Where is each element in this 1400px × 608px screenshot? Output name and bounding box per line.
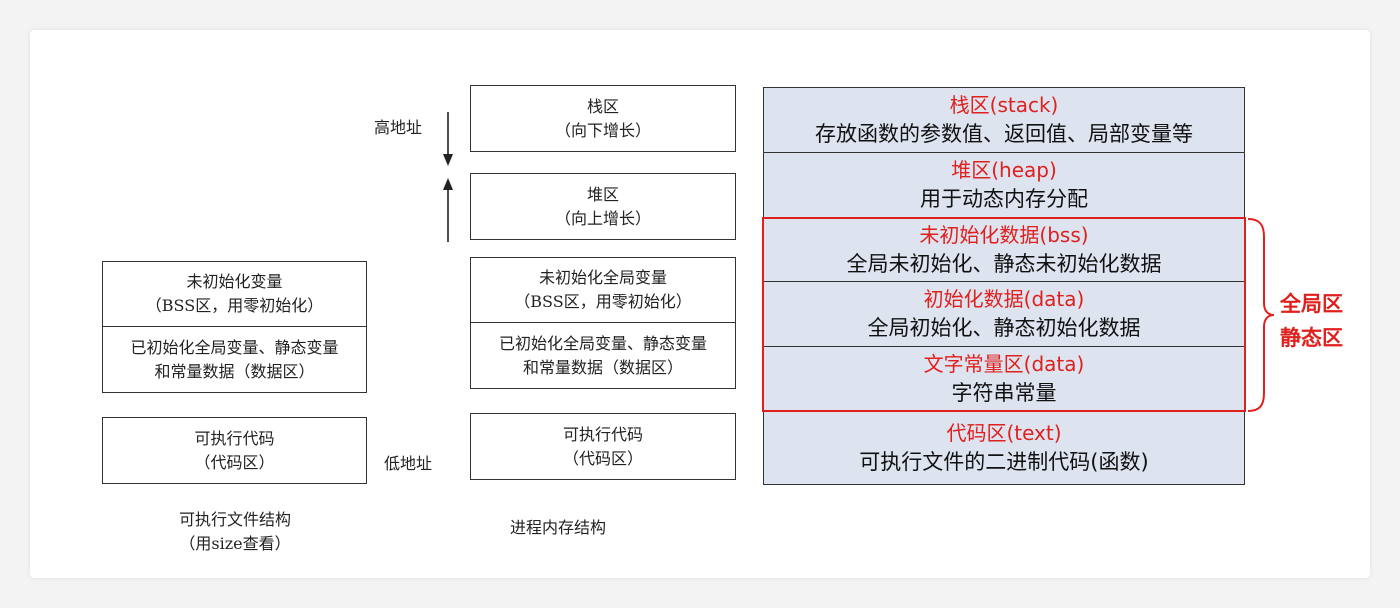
proc-init-box: 已初始化全局变量、静态变量 和常量数据（数据区） — [470, 322, 736, 389]
proc-stack-box: 栈区 （向下增长） — [470, 85, 736, 152]
proc-stack-line1: 栈区 — [586, 96, 619, 116]
segment-bss-title: 未初始化数据(bss) — [919, 222, 1089, 247]
brace-label-static: 静态区 — [1280, 326, 1343, 350]
segment-bss-desc: 全局未初始化、静态未初始化数据 — [846, 251, 1162, 276]
exe-caption: 可执行文件结构 （用size查看） — [150, 508, 320, 556]
proc-uninit-line1: 未初始化全局变量 — [538, 268, 667, 287]
exe-init-line1: 已初始化全局变量、静态变量 — [130, 337, 339, 357]
segment-heap-title: 堆区(heap) — [951, 158, 1057, 182]
proc-heap-line1: 堆区 — [586, 184, 619, 204]
down-arrow-icon — [443, 112, 453, 166]
proc-code-box: 可执行代码 （代码区） — [470, 413, 736, 480]
segment-stack-title: 栈区(stack) — [949, 93, 1059, 117]
low-address-label: 低地址 — [384, 454, 433, 473]
proc-heap-line2: （向上增长） — [554, 208, 651, 228]
segment-rodata: 文字常量区(data) 字符串常量 — [763, 347, 1245, 412]
segment-data-desc: 全局初始化、静态初始化数据 — [867, 316, 1141, 340]
exe-uninit-line1: 未初始化变量 — [186, 272, 283, 291]
segment-rodata-title: 文字常量区(data) — [923, 352, 1085, 376]
proc-uninit-line2: （BSS区，用零初始化） — [514, 292, 692, 311]
segment-text-title: 代码区(text) — [946, 421, 1062, 445]
exe-code-line1: 可执行代码 — [194, 428, 275, 448]
exe-init-line2: 和常量数据（数据区） — [154, 361, 315, 381]
segment-heap-desc: 用于动态内存分配 — [920, 187, 1088, 211]
exe-init-box: 已初始化全局变量、静态变量 和常量数据（数据区） — [102, 326, 367, 393]
proc-init-line2: 和常量数据（数据区） — [522, 357, 683, 377]
proc-init-line1: 已初始化全局变量、静态变量 — [498, 333, 707, 353]
brace-label-global: 全局区 — [1280, 292, 1343, 316]
exe-code-box: 可执行代码 （代码区） — [102, 417, 367, 484]
exe-code-line2: （代码区） — [194, 452, 275, 472]
proc-code-line2: （代码区） — [562, 448, 643, 468]
proc-heap-box: 堆区 （向上增长） — [470, 173, 736, 240]
proc-stack-line2: （向下增长） — [554, 120, 651, 140]
exe-caption-line2: （用size查看） — [179, 534, 291, 553]
exe-uninit-line2: （BSS区，用零初始化） — [145, 296, 324, 315]
proc-uninit-box: 未初始化全局变量 （BSS区，用零初始化） — [470, 257, 736, 323]
segment-heap: 堆区(heap) 用于动态内存分配 — [763, 153, 1245, 218]
segment-stack-desc: 存放函数的参数值、返回值、局部变量等 — [815, 122, 1193, 146]
exe-caption-line1: 可执行文件结构 — [178, 510, 291, 529]
segment-bss: 未初始化数据(bss) 全局未初始化、静态未初始化数据 — [763, 218, 1245, 282]
up-arrow-icon — [443, 178, 453, 242]
segment-data-title: 初始化数据(data) — [923, 287, 1085, 311]
proc-code-line1: 可执行代码 — [562, 424, 643, 444]
segment-data: 初始化数据(data) 全局初始化、静态初始化数据 — [763, 282, 1245, 347]
exe-uninit-box: 未初始化变量 （BSS区，用零初始化） — [102, 261, 367, 327]
segment-text-desc: 可执行文件的二进制代码(函数) — [859, 450, 1149, 474]
segment-text: 代码区(text) 可执行文件的二进制代码(函数) — [763, 412, 1245, 485]
segment-rodata-desc: 字符串常量 — [951, 381, 1057, 405]
high-address-label: 高地址 — [374, 118, 423, 137]
proc-caption: 进程内存结构 — [510, 518, 607, 537]
right-brace-icon — [1247, 218, 1275, 412]
segment-stack: 栈区(stack) 存放函数的参数值、返回值、局部变量等 — [763, 87, 1245, 153]
